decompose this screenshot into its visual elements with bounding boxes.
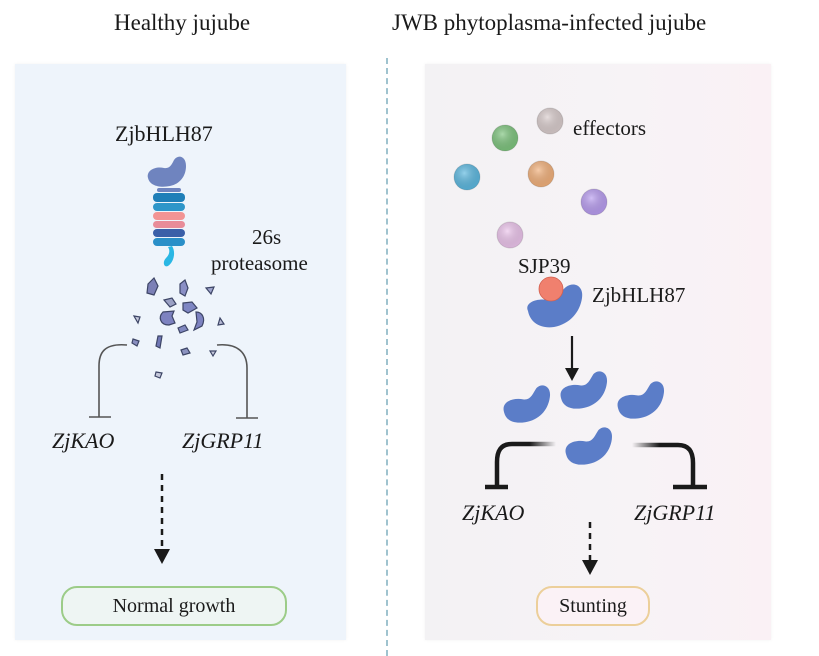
zjbhlh87-label-healthy: ZjbHLH87 xyxy=(115,121,213,146)
effector-ball-shade xyxy=(492,125,518,151)
inhibition-arrows-healthy xyxy=(89,343,258,419)
proteasome-icon xyxy=(153,188,185,267)
zjbhlh87-protein xyxy=(565,427,613,465)
title-infected: JWB phytoplasma-infected jujube xyxy=(392,10,707,35)
proteasome-label-26s: 26s xyxy=(252,225,282,249)
effector-ball-shade xyxy=(454,164,480,190)
gene-zjkao-infected: ZjKAO xyxy=(462,500,525,525)
accumulated-zjbhlh87-proteins xyxy=(503,371,665,465)
panel-divider xyxy=(386,58,388,656)
zjbhlh87-protein xyxy=(503,385,551,423)
sjp39-zjbhlh87-complex xyxy=(527,276,583,328)
effector-ball-shade xyxy=(537,108,563,134)
outcome-stunting-label: Stunting xyxy=(559,594,627,617)
zjbhlh87-protein xyxy=(617,381,665,419)
zjbhlh87-protein-healthy xyxy=(147,156,186,187)
effector-ball-shade xyxy=(497,222,523,248)
effector-balls xyxy=(453,107,608,249)
degraded-fragments xyxy=(131,276,226,379)
outcome-normal-growth: Normal growth xyxy=(61,586,287,626)
proteasome-label: proteasome xyxy=(211,251,308,275)
gene-zjgrp11-healthy: ZjGRP11 xyxy=(182,428,264,453)
outcome-normal-growth-label: Normal growth xyxy=(112,594,236,617)
effector-ball-shade xyxy=(528,161,554,187)
effector-ball-shade xyxy=(581,189,607,215)
outcome-stunting: Stunting xyxy=(536,586,650,626)
title-healthy: Healthy jujube xyxy=(114,10,251,35)
dashed-arrow-infected xyxy=(582,522,598,575)
effectors-label: effectors xyxy=(573,116,647,140)
gene-zjgrp11-infected: ZjGRP11 xyxy=(634,500,716,525)
infected-panel xyxy=(425,64,771,640)
gene-zjkao-healthy: ZjKAO xyxy=(52,428,115,453)
zjbhlh87-protein xyxy=(560,371,608,409)
dashed-arrow-healthy xyxy=(154,474,170,564)
sjp39-label: SJP39 xyxy=(518,254,571,278)
activation-arrow-infected xyxy=(565,336,579,381)
zjbhlh87-label-infected: ZjbHLH87 xyxy=(592,283,686,307)
inhibition-arrows-infected xyxy=(485,441,707,490)
